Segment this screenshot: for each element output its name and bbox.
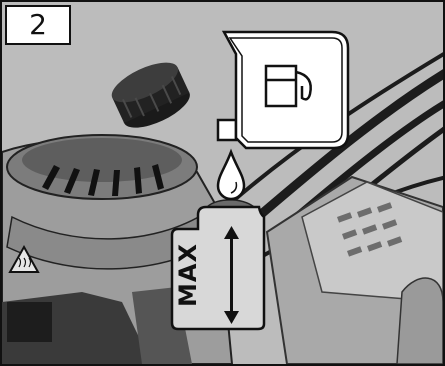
hot-surface-warning-icon: [8, 244, 40, 273]
fuel-cap-icon: [111, 62, 190, 128]
max-fill-level-label: MAX: [174, 243, 202, 307]
step-number-badge: 2: [5, 5, 71, 45]
fuel-drop-icon: [216, 148, 246, 201]
fuel-pump-icon: [264, 64, 312, 108]
mower-rear-housing: [265, 175, 443, 364]
fuel-can-icon: [216, 30, 350, 150]
mower-engine: [2, 134, 234, 364]
fuel-tank-window: [170, 205, 266, 331]
double-arrow-icon: [224, 226, 239, 324]
